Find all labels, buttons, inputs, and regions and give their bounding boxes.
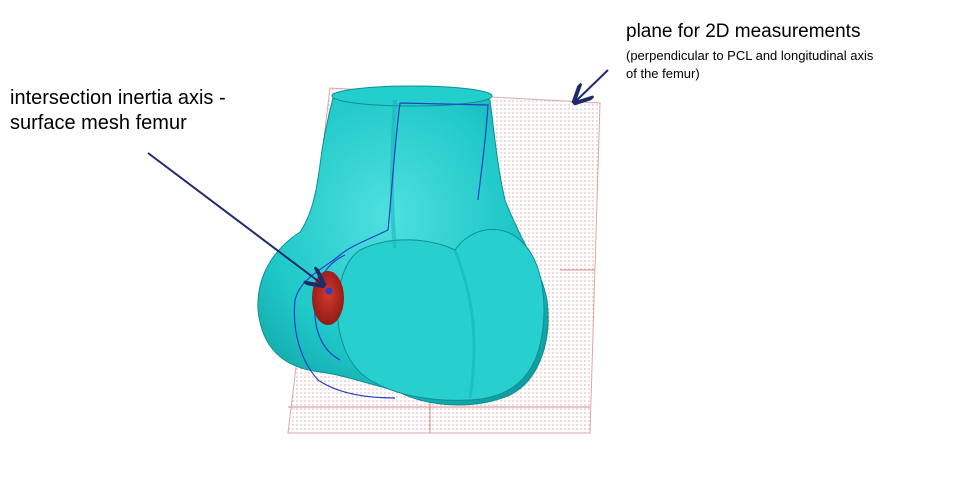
right-annotation-arrow [576, 70, 608, 101]
inertia-axis-point [326, 288, 333, 295]
femur-lateral-condyle [337, 229, 543, 400]
plane-label-note: (perpendicular to PCL and longitudinal a… [626, 47, 826, 83]
intersection-label: intersection inertia axis - surface mesh… [10, 86, 310, 136]
plane-label-note-line2: of the femur) [626, 65, 826, 83]
intersection-label-line1: intersection inertia axis - [10, 86, 310, 111]
left-annotation-arrow [148, 153, 322, 284]
plane-label-note-line1: (perpendicular to PCL and longitudinal a… [626, 47, 826, 65]
plane-label-title: plane for 2D measurements [626, 20, 860, 44]
intersection-label-line2: surface mesh femur [10, 111, 310, 136]
